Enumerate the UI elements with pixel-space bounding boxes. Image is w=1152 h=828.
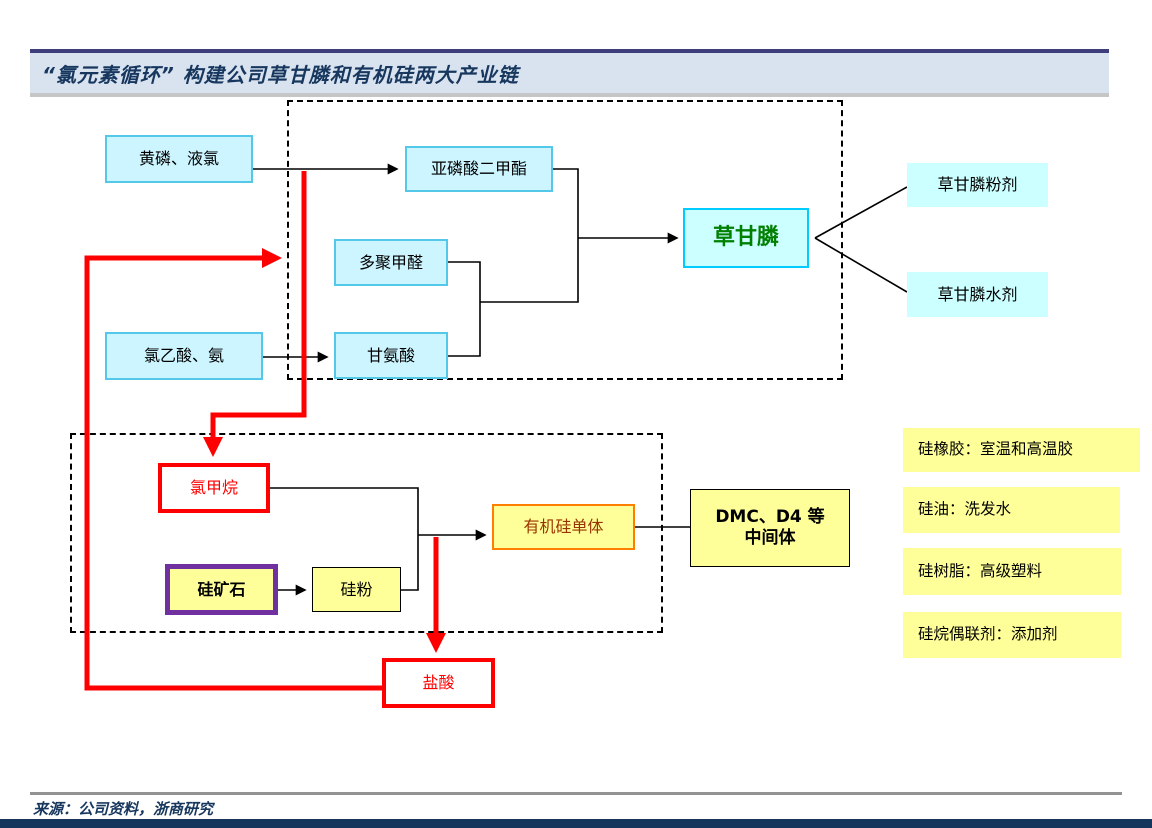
node-glyphosate: 草甘膦 [683,208,809,268]
node-glyphosate-powder: 草甘膦粉剂 [907,163,1048,207]
node-silicone-resin: 硅树脂：高级塑料 [903,548,1121,595]
node-label: 硅矿石 [197,579,246,599]
node-label: 氯甲烷 [189,478,238,497]
node-glyphosate-liquid: 草甘膦水剂 [907,272,1048,317]
node-label: 草甘膦粉剂 [937,175,1018,194]
node-silicon-ore: 硅矿石 [165,564,278,615]
node-dmc-intermediates: DMC、D4 等 中间体 [690,489,850,567]
node-silicone-oil: 硅油：洗发水 [903,487,1120,533]
node-label: 亚磷酸二甲酯 [430,159,527,178]
node-label: 黄磷、液氯 [138,149,219,168]
node-label: 硅橡胶：室温和高温胶 [918,440,1074,459]
node-label-line1: DMC、D4 等 [715,506,825,527]
node-chloroacetic-ammonia: 氯乙酸、氨 [105,332,263,380]
node-silicon-powder: 硅粉 [312,567,401,612]
page-title: “氯元素循环” 构建公司草甘膦和有机硅两大产业链 [42,62,519,87]
bottom-bar [0,819,1152,828]
node-silicone-monomer: 有机硅单体 [492,504,635,550]
source-note: 来源：公司资料，浙商研究 [33,800,214,818]
node-label: 硅树脂：高级塑料 [918,561,1043,580]
node-silane-coupling-agent: 硅烷偶联剂：添加剂 [903,612,1121,658]
node-label: 硅油：洗发水 [918,500,1012,519]
node-label: 氯乙酸、氨 [143,346,224,365]
node-label: 草甘膦水剂 [937,284,1018,304]
node-label: 盐酸 [422,673,455,692]
node-label: 草甘膦 [712,225,779,251]
node-dimethyl-phosphite: 亚磷酸二甲酯 [405,146,553,192]
node-label: 硅烷偶联剂：添加剂 [918,625,1058,644]
node-label-line2: 中间体 [744,528,796,548]
node-methyl-chloride: 氯甲烷 [158,463,270,513]
node-yellow-phosphorus: 黄磷、液氯 [105,135,253,183]
node-label: 多聚甲醛 [358,252,423,272]
title-bar: “氯元素循环” 构建公司草甘膦和有机硅两大产业链 [30,49,1109,97]
node-label: 有机硅单体 [523,517,604,536]
node-label: 甘氨酸 [366,345,415,365]
node-hydrochloric-acid: 盐酸 [382,658,495,708]
node-glycine: 甘氨酸 [334,332,448,379]
footer-divider [30,792,1122,795]
node-silicone-rubber: 硅橡胶：室温和高温胶 [903,428,1140,472]
node-paraformaldehyde: 多聚甲醛 [334,239,448,286]
node-label: 硅粉 [340,579,373,599]
